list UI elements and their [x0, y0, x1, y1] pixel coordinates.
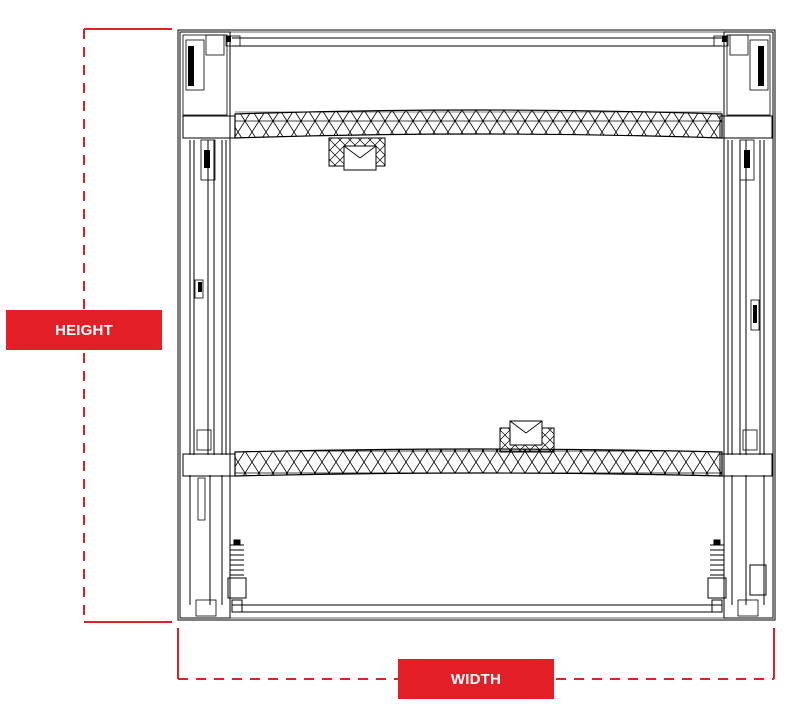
right-column-details: [722, 36, 764, 323]
left-column: [179, 31, 241, 619]
right-column: [713, 31, 774, 619]
outer-frame: [177, 29, 776, 621]
bottom-truss-beam: [182, 448, 773, 477]
height-label: HEIGHT: [6, 310, 162, 350]
left-spring-assembly: [227, 539, 247, 613]
right-spring-assembly: [707, 539, 767, 613]
left-column-details: [188, 36, 231, 292]
top-truss-beam: [182, 109, 773, 139]
width-label: WIDTH: [398, 659, 554, 699]
bottom-trolley: [499, 420, 555, 453]
top-trolley: [328, 137, 386, 171]
